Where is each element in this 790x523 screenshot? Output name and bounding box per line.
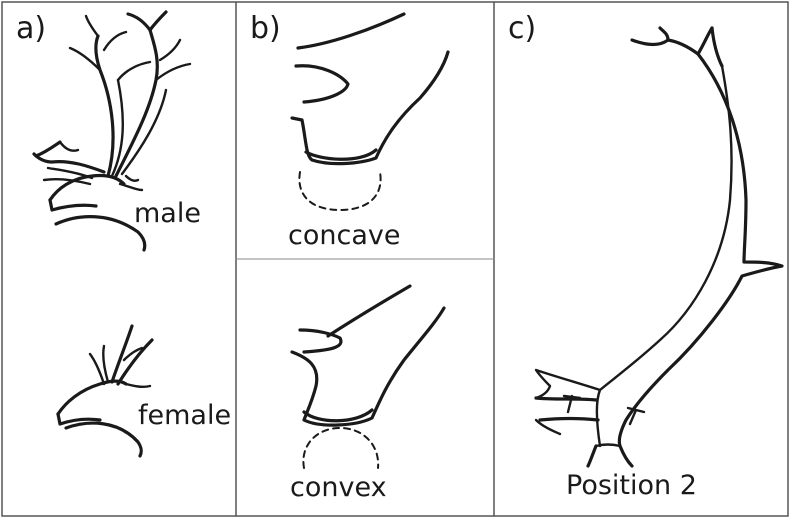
concave-label: concave (288, 222, 400, 249)
antler-beam-drawing (536, 28, 782, 466)
panel-c-label: c) (508, 14, 536, 44)
concave-base-drawing (292, 14, 448, 210)
female-reindeer-drawing (58, 326, 152, 456)
panel-b-label: b) (250, 14, 281, 44)
position-caption: Position 2 (566, 472, 697, 499)
female-label: female (138, 402, 231, 429)
panel-a-label: a) (16, 14, 46, 44)
convex-base-drawing (292, 286, 444, 468)
convex-dashed-arc (303, 428, 378, 468)
convex-label: convex (290, 474, 387, 501)
male-label: male (134, 200, 201, 227)
concave-dashed-arc (299, 172, 380, 210)
